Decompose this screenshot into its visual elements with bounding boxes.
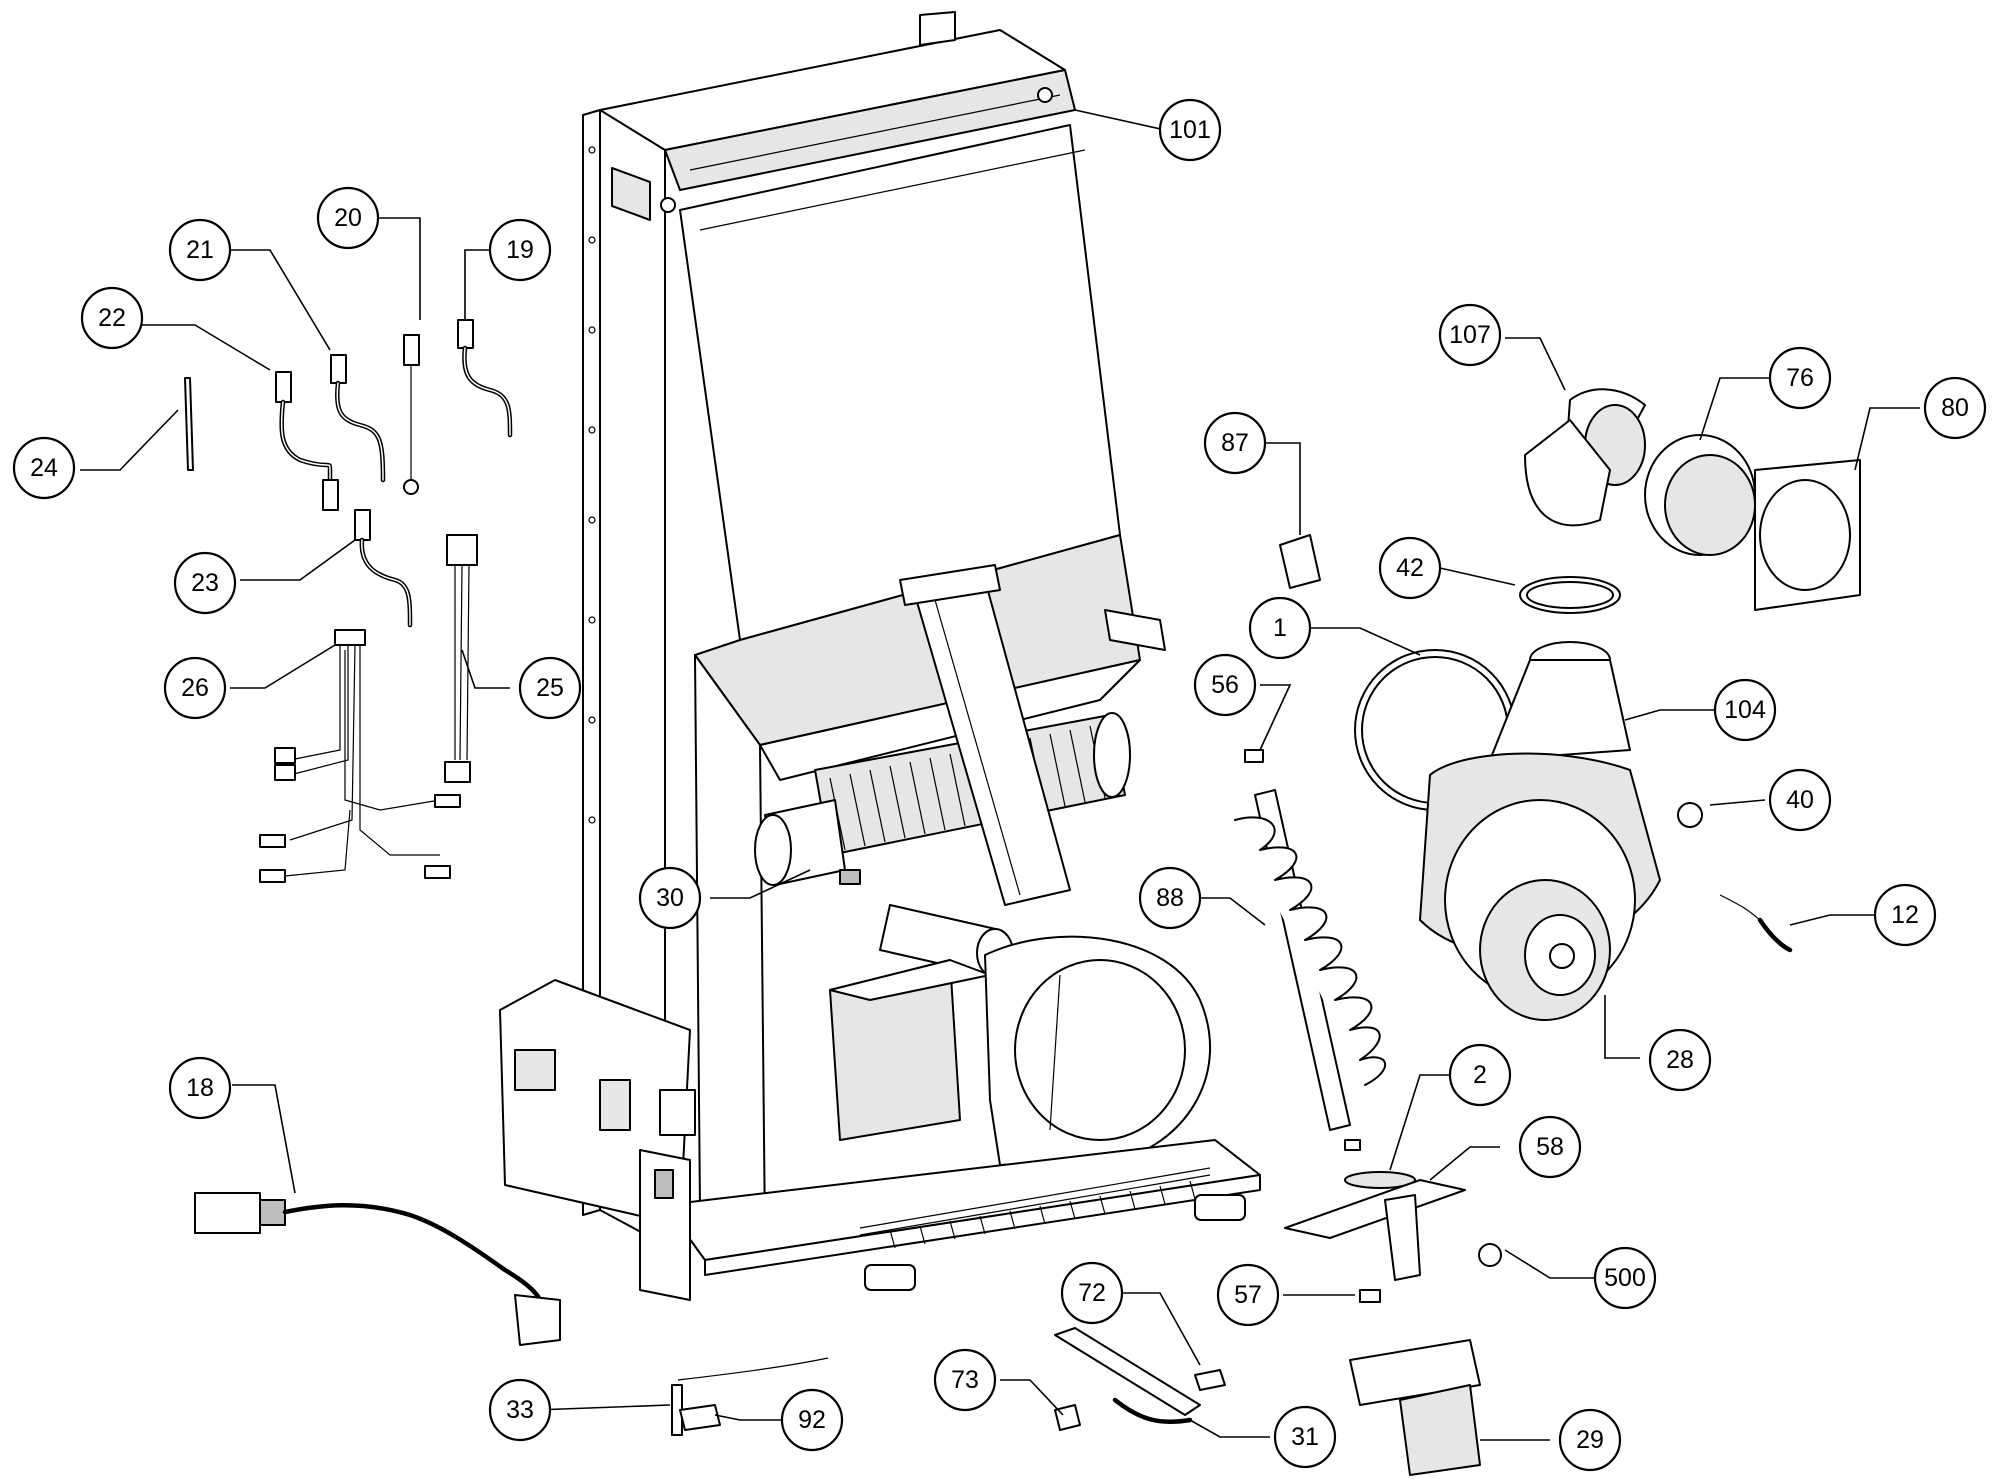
svg-text:104: 104 (1724, 696, 1766, 724)
callout-21[interactable]: 21 (168, 218, 232, 282)
callout-56[interactable]: 56 (1193, 653, 1257, 717)
callout-31[interactable]: 31 (1273, 1405, 1337, 1469)
svg-text:107: 107 (1449, 321, 1491, 349)
svg-text:25: 25 (536, 674, 564, 702)
svg-text:2: 2 (1473, 1061, 1487, 1089)
svg-text:57: 57 (1234, 1281, 1262, 1309)
callout-18[interactable]: 18 (168, 1056, 232, 1120)
svg-text:76: 76 (1786, 364, 1814, 392)
callout-40[interactable]: 40 (1768, 768, 1832, 832)
flue-components (194, 388, 1861, 1476)
svg-text:28: 28 (1666, 1046, 1694, 1074)
callout-19[interactable]: 19 (488, 218, 552, 282)
callout-42[interactable]: 42 (1378, 536, 1442, 600)
callout-20[interactable]: 20 (316, 186, 380, 250)
callout-80[interactable]: 80 (1923, 376, 1987, 440)
callout-33[interactable]: 33 (488, 1378, 552, 1442)
callout-76[interactable]: 76 (1768, 346, 1832, 410)
callout-500[interactable]: 500 (1593, 1246, 1657, 1310)
callout-92[interactable]: 92 (780, 1388, 844, 1452)
svg-text:73: 73 (951, 1366, 979, 1394)
callout-1[interactable]: 1 (1248, 596, 1312, 660)
svg-text:26: 26 (181, 674, 209, 702)
svg-text:42: 42 (1396, 554, 1424, 582)
svg-text:56: 56 (1211, 671, 1239, 699)
svg-text:21: 21 (186, 236, 214, 264)
svg-text:88: 88 (1156, 884, 1184, 912)
svg-text:1: 1 (1273, 614, 1287, 642)
svg-text:40: 40 (1786, 786, 1814, 814)
callout-57[interactable]: 57 (1216, 1263, 1280, 1327)
callout-26[interactable]: 26 (163, 656, 227, 720)
svg-text:500: 500 (1604, 1264, 1646, 1292)
callouts: 101 20 21 19 22 24 23 26 25 107 76 80 87… (12, 98, 1987, 1472)
callout-87[interactable]: 87 (1203, 411, 1267, 475)
callout-25[interactable]: 25 (518, 656, 582, 720)
svg-text:33: 33 (506, 1396, 534, 1424)
wire-sensors (184, 319, 513, 883)
callout-12[interactable]: 12 (1873, 883, 1937, 947)
callout-58[interactable]: 58 (1518, 1115, 1582, 1179)
svg-text:24: 24 (30, 454, 58, 482)
svg-text:29: 29 (1576, 1426, 1604, 1454)
callout-73[interactable]: 73 (933, 1348, 997, 1412)
callout-72[interactable]: 72 (1060, 1261, 1124, 1325)
svg-text:72: 72 (1078, 1279, 1106, 1307)
stove-body (499, 11, 1261, 1301)
callout-104[interactable]: 104 (1713, 678, 1777, 742)
svg-text:30: 30 (656, 884, 684, 912)
callout-2[interactable]: 2 (1448, 1043, 1512, 1107)
callout-23[interactable]: 23 (173, 551, 237, 615)
callout-22[interactable]: 22 (80, 286, 144, 350)
leader-lines (80, 109, 1920, 1441)
svg-text:58: 58 (1536, 1133, 1564, 1161)
svg-text:101: 101 (1169, 116, 1211, 144)
svg-text:20: 20 (334, 204, 362, 232)
svg-text:23: 23 (191, 569, 219, 597)
svg-text:92: 92 (798, 1406, 826, 1434)
svg-text:18: 18 (186, 1074, 214, 1102)
svg-text:80: 80 (1941, 394, 1969, 422)
svg-text:87: 87 (1221, 429, 1249, 457)
svg-text:31: 31 (1291, 1423, 1319, 1451)
callout-28[interactable]: 28 (1648, 1028, 1712, 1092)
svg-text:22: 22 (98, 304, 126, 332)
callout-30[interactable]: 30 (638, 866, 702, 930)
callout-107[interactable]: 107 (1438, 303, 1502, 367)
callout-24[interactable]: 24 (12, 436, 76, 500)
svg-text:12: 12 (1891, 901, 1919, 929)
callout-101[interactable]: 101 (1158, 98, 1222, 162)
svg-text:19: 19 (506, 236, 534, 264)
callout-88[interactable]: 88 (1138, 866, 1202, 930)
callout-29[interactable]: 29 (1558, 1408, 1622, 1472)
